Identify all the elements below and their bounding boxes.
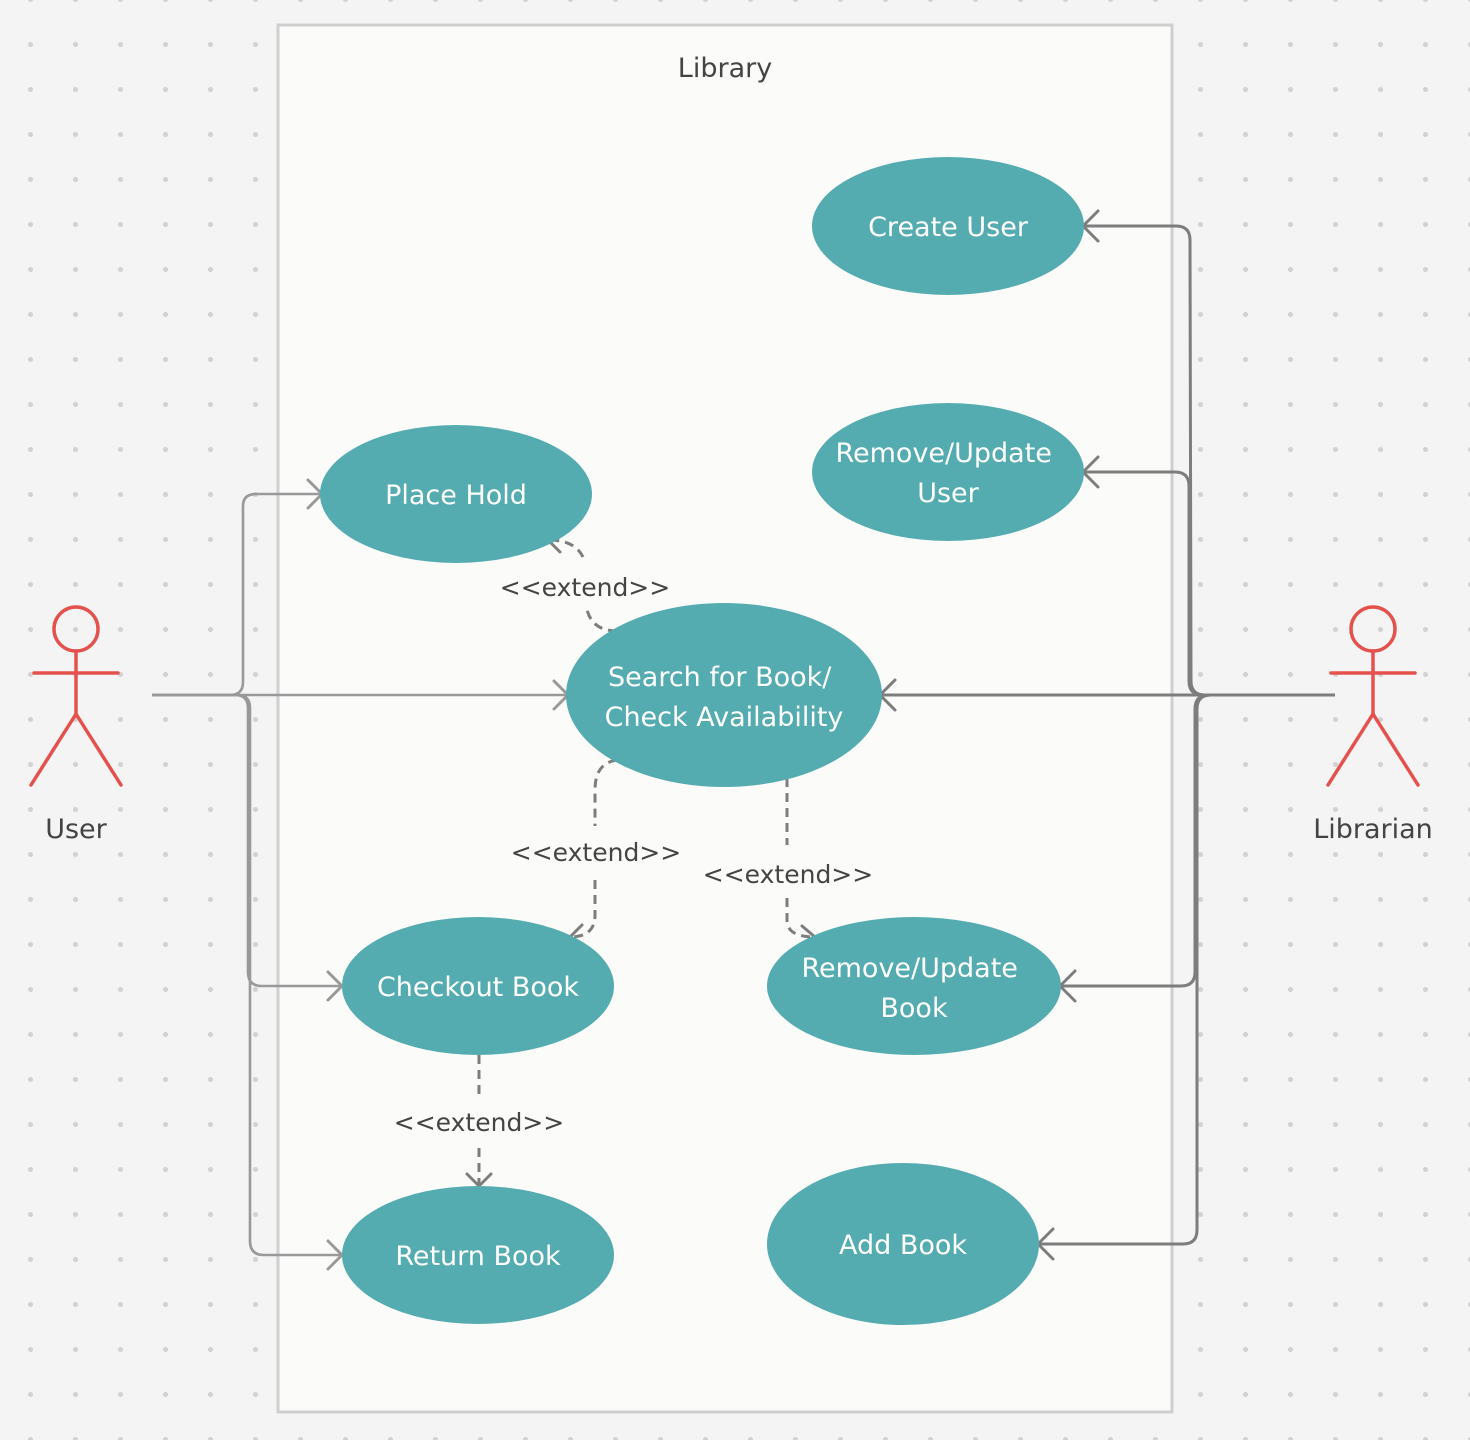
actor-user-label: User xyxy=(45,814,107,845)
system-title: Library xyxy=(678,53,772,84)
svg-text:Return Book: Return Book xyxy=(395,1241,561,1272)
svg-text:Add Book: Add Book xyxy=(839,1230,967,1261)
use-case-search-book[interactable]: Search for Book/ Check Availability xyxy=(566,603,882,787)
use-case-remove-update-user[interactable]: Remove/Update User xyxy=(812,403,1084,541)
svg-text:Remove/Update User: Remove/Update User xyxy=(835,438,1060,509)
svg-text:Search for Book/ Check A: Search for Book/ Check Availability xyxy=(605,662,844,733)
use-case-remove-update-book[interactable]: Remove/Update Book xyxy=(767,917,1061,1055)
association-librarian-remove-update-user[interactable] xyxy=(1083,470,1300,697)
use-case-create-user[interactable]: Create User xyxy=(812,157,1084,295)
extend-label-return: <<extend>> xyxy=(394,1108,564,1137)
use-case-label: Checkout Book xyxy=(377,972,579,1003)
extend-relationships xyxy=(477,538,816,1186)
use-case-label: Remove/Update xyxy=(801,953,1017,984)
use-case-label: User xyxy=(917,478,979,509)
use-case-label: Create User xyxy=(868,212,1029,243)
use-case-label: Book xyxy=(880,993,948,1024)
use-case-label: Return Book xyxy=(395,1241,561,1272)
stick-figure-icon xyxy=(1326,605,1420,787)
librarian-associations xyxy=(880,224,1335,1246)
use-case-checkout-book[interactable]: Checkout Book xyxy=(342,917,614,1055)
extend-label-place-hold: <<extend>> xyxy=(500,573,670,602)
extend-line-search-remove-update-book[interactable] xyxy=(785,778,816,939)
actor-librarian[interactable]: Librarian xyxy=(1313,605,1433,845)
svg-text:Place Hold: Place Hold xyxy=(385,480,527,511)
svg-text:Remove/Update Book: Remove/Update Book xyxy=(801,953,1026,1024)
extend-label-remove-update-book: <<extend>> xyxy=(703,860,873,889)
extend-line-search-checkout[interactable] xyxy=(569,758,618,939)
extend-arrowhead-return xyxy=(465,1172,493,1188)
svg-text:Checkout Book: Checkout Book xyxy=(377,972,579,1003)
association-user-return[interactable] xyxy=(152,693,342,1257)
use-case-label: Search for Book/ xyxy=(608,662,832,693)
use-case-label: Remove/Update xyxy=(835,438,1051,469)
svg-text:Create User: Create User xyxy=(868,212,1029,243)
stick-figure-icon xyxy=(29,605,123,787)
actor-user[interactable]: User xyxy=(29,605,123,845)
actor-librarian-label: Librarian xyxy=(1313,814,1433,845)
extend-label-checkout: <<extend>> xyxy=(511,838,681,867)
use-case-return-book[interactable]: Return Book xyxy=(342,1186,614,1324)
user-associations xyxy=(152,492,568,1257)
use-case-label: Check Availability xyxy=(605,702,844,733)
association-librarian-add-book[interactable] xyxy=(1038,693,1300,1246)
use-case-add-book[interactable]: Add Book xyxy=(767,1163,1039,1325)
use-case-label: Add Book xyxy=(839,1230,967,1261)
use-case-place-hold[interactable]: Place Hold xyxy=(320,425,592,563)
use-case-label: Place Hold xyxy=(385,480,527,511)
